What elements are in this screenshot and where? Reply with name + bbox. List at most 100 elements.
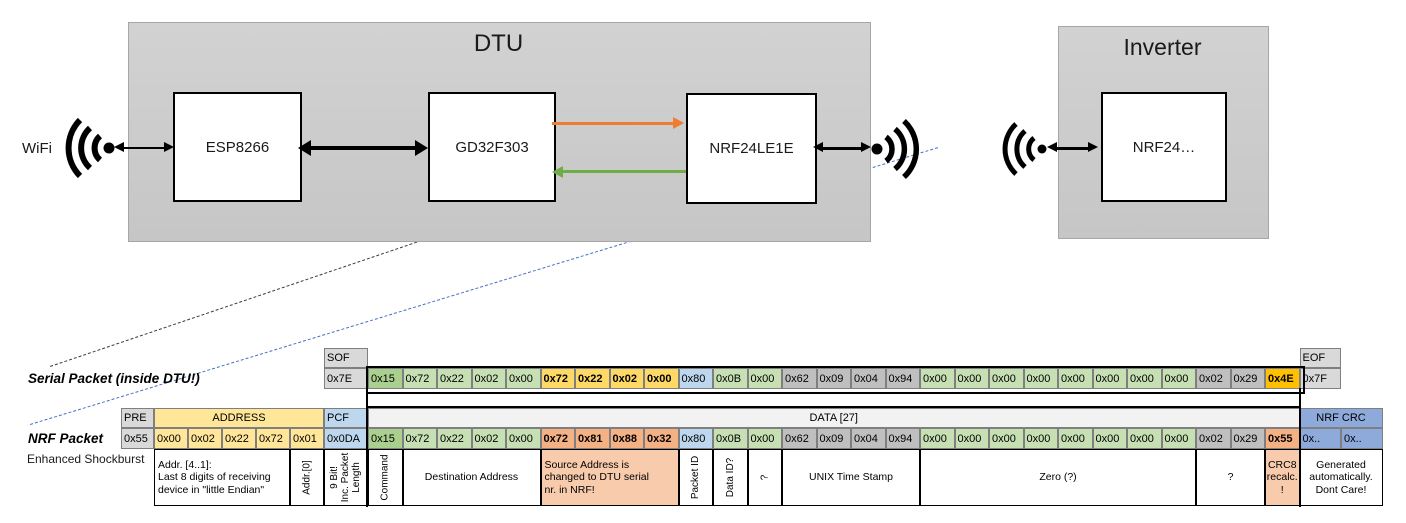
chip-esp8266-label: ESP8266 [205,138,270,156]
arrowhead-left-icon [813,142,823,152]
annotation-cell: ? [1196,449,1265,506]
chip-gd32f303: GD32F303 [428,92,556,202]
nrf-byte-cell: 0x00 [506,428,541,449]
serial-byte-cell: 0x02 [1196,368,1231,389]
serial-byte-cell: 0x29 [1230,368,1265,389]
nrf-byte-cell: 0x00 [920,428,955,449]
arrowhead-right-icon [164,142,174,152]
serial-byte-cell: 0x00 [1161,368,1196,389]
arrow-nrf-wifi [822,146,864,150]
arrow-wifi-esp8266 [124,147,166,149]
nrf-byte-cell: 0x0DA [324,428,368,449]
nrf-byte-cell: 0x22 [437,428,472,449]
annotation-cell: Source Address is changed to DTU serial … [540,449,679,506]
nrf-byte-cell: 0x00 [989,428,1024,449]
nrf-byte-cell: 0x32 [644,428,679,449]
serial-byte-cell: 0x62 [782,368,817,389]
sof-value-cell: 0x7E [324,368,368,389]
serial-byte-cell: 0x00 [1127,368,1162,389]
chip-nrf24-inverter: NRF24… [1101,92,1227,202]
wifi-icon [1002,122,1047,176]
chip-gd32f303-label: GD32F303 [455,138,529,156]
annotation-cell: Command [368,449,403,506]
arrow-invwifi-nrf24 [1056,146,1090,150]
nrf-byte-cell: 0x94 [885,428,920,449]
arrow-esp8266-gd32f303 [309,146,417,150]
annotation-cell-text: Packet ID [690,455,702,500]
serial-byte-cell: 0x00 [920,368,955,389]
wifi-label: WiFi [22,140,52,157]
arrowhead-right-icon [415,140,428,156]
nrf-byte-cell: 0x09 [816,428,851,449]
nrf-byte-cell: 0x00 [1161,428,1196,449]
annotation-spacer [121,449,154,506]
annotation-cell: CRC8 recalc. ! [1265,449,1300,506]
serial-header-spacer [368,348,1300,368]
annotation-cell: Destination Address [402,449,541,506]
nrf-header-data-27-: DATA [27] [368,408,1300,428]
eof-header-cell: EOF [1299,348,1341,368]
nrf-byte-cell: 0x55 [1265,428,1300,449]
annotation-cell: ? [747,449,782,506]
nrf-byte-cell: 0x.. [1341,428,1383,449]
nrf-byte-cell: 0x80 [678,428,713,449]
inverter-title: Inverter [1123,34,1202,60]
chip-esp8266: ESP8266 [173,92,302,202]
enhanced-shockburst-label: Enhanced Shockburst [27,452,145,466]
arrowhead-right-icon [673,117,684,129]
arrowhead-left-icon [1047,142,1057,152]
annotation-cell: Zero (?) [920,449,1196,506]
arrowhead-left-icon [298,140,311,156]
serial-byte-cell: 0x72 [402,368,437,389]
serial-byte-cell: 0x00 [1023,368,1058,389]
serial-byte-cell: 0x80 [678,368,713,389]
nrf-byte-cell: 0x72 [402,428,437,449]
serial-byte-cell: 0x00 [506,368,541,389]
nrf-byte-cell: 0x15 [368,428,403,449]
chip-nrf24le1e-label: NRF24LE1E [709,140,794,157]
nrf-byte-cell: 0x00 [1023,428,1058,449]
nrf-header-pre: PRE [121,408,154,428]
serial-byte-cell: 0x72 [540,368,575,389]
serial-byte-cell: 0x00 [989,368,1024,389]
serial-byte-cell: 0x02 [609,368,644,389]
nrf-byte-cell: 0x00 [747,428,782,449]
nrf-byte-cell: 0x88 [609,428,644,449]
nrf-byte-cell: 0x00 [954,428,989,449]
chip-nrf24le1e: NRF24LE1E [686,93,817,204]
arrowhead-right-icon [1088,142,1098,152]
arrowhead-left-icon [114,142,124,152]
annotation-cell: Addr.[0] [290,449,324,506]
serial-byte-cell: 0x02 [471,368,506,389]
nrf-byte-cell: 0x55 [121,428,154,449]
nrf-byte-cell: 0x02 [471,428,506,449]
nrf-header-nrf-crc: NRF CRC [1299,408,1383,428]
dtu-title: DTU [473,30,524,57]
serial-byte-cell: 0x22 [575,368,610,389]
chip-nrf24-inverter-label: NRF24… [1132,138,1196,156]
nrf-byte-cell: 0x81 [575,428,610,449]
serial-byte-cell: 0x00 [1058,368,1093,389]
serial-byte-cell: 0x15 [368,368,403,389]
serial-byte-cell: 0x00 [1092,368,1127,389]
annotation-cell-text: 9 Bit! Inc. Packet Length [329,452,363,503]
serial-byte-cell: 0x22 [437,368,472,389]
arrow-nrf-to-gd32-green [563,170,686,173]
serial-byte-cell: 0x09 [816,368,851,389]
arrowhead-right-icon [861,142,871,152]
nrf-byte-cell: 0x62 [782,428,817,449]
nrf-byte-cell: 0x02 [188,428,222,449]
nrf-byte-cell: 0x00 [1058,428,1093,449]
serial-byte-cell: 0x94 [885,368,920,389]
annotation-cell: 9 Bit! Inc. Packet Length [324,449,368,506]
nrf-byte-cell: 0x04 [851,428,886,449]
nrf-header-address: ADDRESS [154,408,324,428]
nrf-byte-cell: 0x0B [713,428,748,449]
nrf-byte-cell: 0x00 [1127,428,1162,449]
annotation-cell: UNIX Time Stamp [782,449,920,506]
nrf-packet-label: NRF Packet [28,431,104,446]
serial-byte-cell: 0x00 [644,368,679,389]
